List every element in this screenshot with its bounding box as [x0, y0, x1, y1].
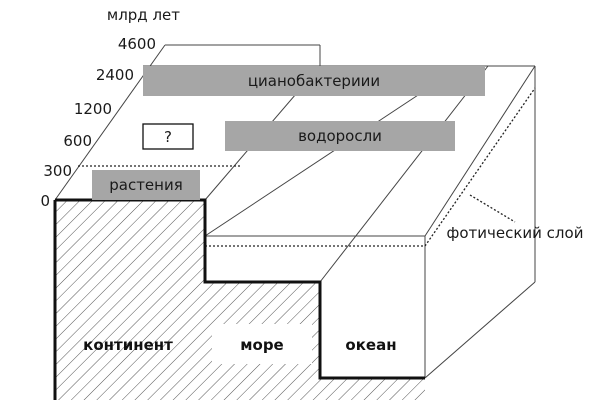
cyanobacteria-label: цианобактериии: [248, 72, 380, 90]
photic-layer-leader: [469, 194, 516, 223]
plants-bar: [92, 170, 200, 200]
axis-tick-label: 600: [63, 132, 92, 150]
algae-bar: [225, 121, 455, 151]
algae-label: водоросли: [298, 127, 382, 145]
axis-tick-label: 0: [40, 192, 50, 210]
axis-unit-label: млрд лет: [107, 6, 180, 24]
ocean-label-box: [322, 324, 420, 364]
axis-tick-label: 1200: [74, 100, 112, 118]
time-axis: млрд лет 4600 2400 1200 600 300 0: [40, 6, 180, 210]
sea-label-box: [212, 324, 312, 364]
photic-layer-label: фотический слой: [447, 224, 584, 242]
axis-tick-label: 2400: [96, 66, 134, 84]
cyanobacteria-bar: [143, 66, 485, 96]
continent-label: континент: [83, 336, 173, 354]
photic-boundary-lines: [78, 87, 536, 247]
unknown-box: [142, 123, 194, 150]
cross-section-profile: [55, 200, 425, 400]
axis-tick-label: 4600: [118, 35, 156, 53]
axis-tick-label: 300: [43, 162, 72, 180]
sea-label: море: [240, 336, 283, 354]
plants-label: растения: [109, 176, 183, 194]
ocean-label: океан: [345, 336, 396, 354]
organism-bars: цианобактериии водоросли ? растения: [92, 66, 485, 200]
unknown-label: ?: [164, 128, 172, 146]
